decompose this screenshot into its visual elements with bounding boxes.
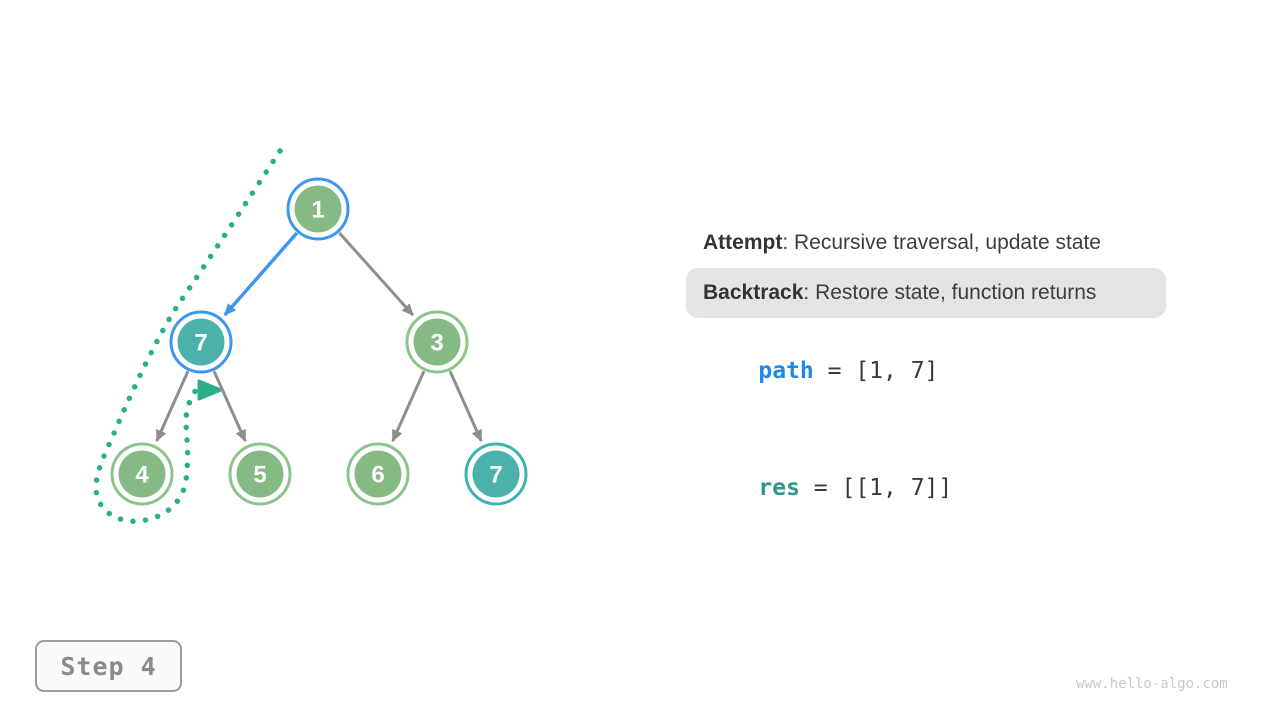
backtrack-label: Backtrack [703, 281, 804, 304]
attempt-label: Attempt [703, 231, 783, 254]
attempt-text: : Recursive traversal, update state [782, 231, 1101, 254]
path-variable-value: = [1, 7] [813, 358, 939, 384]
attempt-caption: Attempt: Recursive traversal, update sta… [703, 231, 1101, 255]
path-variable-line: path = [1, 7] [703, 332, 938, 410]
res-variable-value: = [[1, 7]] [799, 475, 953, 501]
tree-nodes: 1 7 3 4 5 6 7 [110, 177, 528, 506]
node-value: 4 [135, 462, 149, 489]
node-fill [236, 450, 284, 498]
node-fill [413, 318, 461, 366]
tree-node-3: 3 [405, 310, 469, 374]
tree-node-1: 1 [286, 177, 350, 241]
traversal-arrowhead-icon [197, 379, 223, 401]
node-value: 6 [371, 462, 384, 489]
node-fill [294, 185, 342, 233]
node-value: 7 [489, 462, 502, 489]
traversal-path-dotted [93, 148, 283, 524]
node-fill [177, 318, 225, 366]
node-fill [118, 450, 166, 498]
tree-node-7: 7 [464, 442, 528, 506]
res-variable-name: res [758, 475, 800, 501]
tree-edge-1-3 [338, 231, 415, 317]
binary-tree-diagram: 1 7 3 4 5 6 7 [93, 148, 528, 524]
backtrack-caption-highlighted: Backtrack: Restore state, function retur… [686, 268, 1166, 318]
tree-edge-3-7 [448, 370, 483, 443]
res-variable-line: res = [[1, 7]] [703, 449, 952, 527]
tree-edge-7-4 [155, 370, 190, 443]
tree-edge-3-6 [391, 370, 426, 443]
tree-edges [155, 231, 483, 443]
tree-edge-7-5 [212, 370, 247, 443]
watermark-url: www.hello-algo.com [1076, 676, 1228, 692]
node-value: 3 [430, 330, 443, 357]
tree-node-6: 6 [346, 442, 410, 506]
node-fill [472, 450, 520, 498]
tree-node-7: 7 [169, 310, 233, 374]
node-value: 5 [253, 462, 266, 489]
tree-node-4: 4 [110, 442, 174, 506]
step-badge: Step 4 [35, 640, 182, 692]
tree-edge-1-7 [223, 231, 299, 317]
node-fill [354, 450, 402, 498]
node-value: 7 [194, 330, 207, 357]
backtrack-text: : Restore state, function returns [803, 281, 1097, 304]
tree-node-5: 5 [228, 442, 292, 506]
node-value: 1 [311, 197, 324, 224]
path-variable-name: path [758, 358, 814, 384]
